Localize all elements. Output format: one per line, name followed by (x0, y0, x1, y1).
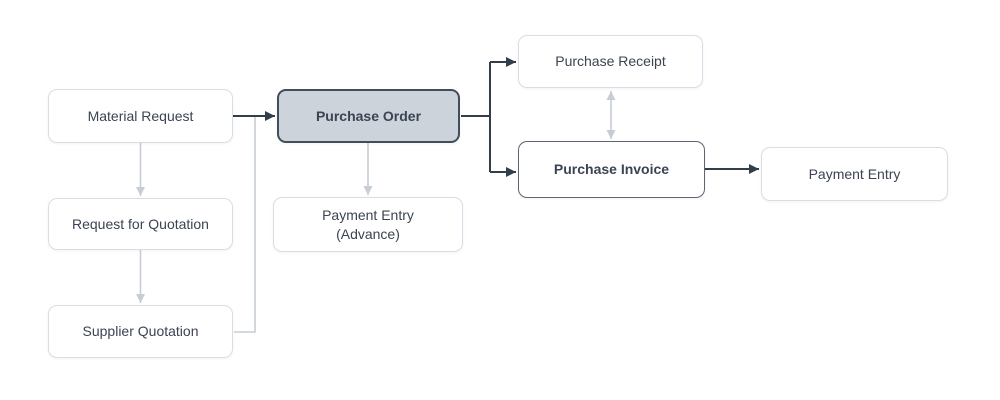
node-payment-entry: Payment Entry (761, 147, 948, 201)
node-purchase-order: Purchase Order (277, 89, 460, 143)
edge-supplier-quotation-join (234, 117, 256, 333)
node-label-line2: (Advance) (336, 225, 400, 242)
node-label-line1: Payment Entry (322, 207, 414, 224)
node-supplier-quotation: Supplier Quotation (48, 305, 233, 358)
node-request-for-quotation: Request for Quotation (48, 198, 233, 250)
node-purchase-receipt: Purchase Receipt (518, 35, 703, 88)
node-payment-entry-advance: Payment Entry (Advance) (273, 197, 463, 252)
node-material-request: Material Request (48, 89, 233, 143)
edge-purchase-order-branch-trunk (461, 62, 491, 172)
node-payment-entry-advance-label: Payment Entry (Advance) (322, 206, 414, 242)
node-purchase-invoice: Purchase Invoice (518, 141, 705, 198)
